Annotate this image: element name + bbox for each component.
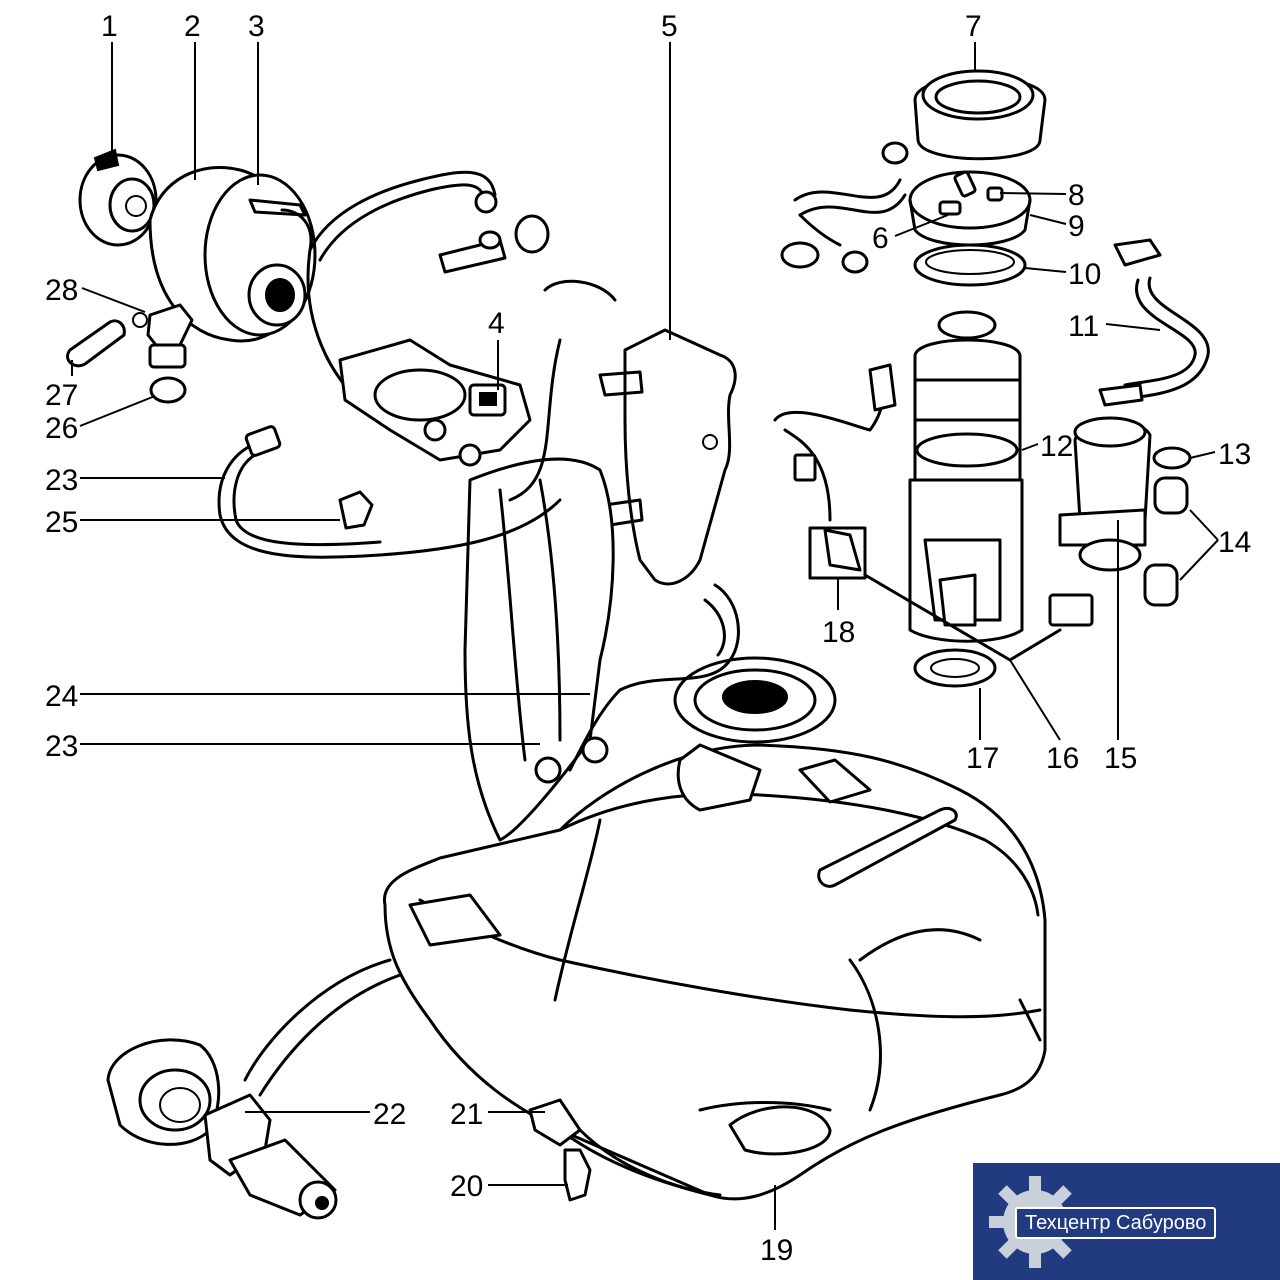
callout-8: 8: [1068, 179, 1085, 212]
callout-28: 28: [45, 274, 78, 307]
callout-12: 12: [1040, 430, 1073, 463]
vent-hose-left: [780, 141, 909, 274]
pump-flange: [908, 170, 1032, 247]
lock-ring-cap: [913, 69, 1047, 161]
callout-3: 3: [248, 10, 265, 43]
callout-14: 14: [1218, 526, 1251, 559]
lock-ring: [913, 648, 997, 688]
adsorber-assembly: [338, 214, 550, 467]
callout-6: 6: [872, 222, 889, 255]
callout-2: 2: [184, 10, 201, 43]
tank-mounting-bracket: [598, 328, 737, 586]
gravity-valve: [132, 303, 194, 369]
callout-7: 7: [965, 10, 982, 43]
callout-26: 26: [45, 412, 78, 445]
callout-27: 27: [45, 379, 78, 412]
callout-18: 18: [822, 616, 855, 649]
filler-neck: [106, 958, 402, 1220]
fuel-pump-module: [908, 310, 1024, 643]
watermark-text: Техцентр Сабурово: [1015, 1207, 1217, 1239]
o-ring-seal: [149, 376, 187, 404]
callout-1: 1: [101, 10, 118, 43]
flange-seal: [913, 243, 1027, 287]
callout-numbers: 1 2 3 4 5 6 7 8 9 10 11 12 13 14 15 16 1…: [45, 10, 1251, 1267]
callout-22: 22: [373, 1098, 406, 1131]
callout-23-second: 23: [45, 730, 78, 763]
callout-11: 11: [1068, 310, 1099, 343]
filler-cap: [78, 148, 158, 247]
callout-16: 16: [1046, 742, 1079, 775]
filler-housing: [148, 165, 317, 343]
callout-21: 21: [450, 1098, 483, 1131]
callout-4: 4: [488, 307, 505, 340]
callout-10: 10: [1068, 258, 1101, 291]
springs: [1143, 446, 1192, 607]
callout-5: 5: [661, 10, 678, 43]
callout-23: 23: [45, 464, 78, 497]
callout-20: 20: [450, 1170, 483, 1203]
callout-13: 13: [1218, 438, 1251, 471]
callout-24: 24: [45, 680, 78, 713]
fuel-return-hose: [1098, 238, 1210, 407]
callout-15: 15: [1104, 742, 1137, 775]
fuel-level-sensor: [1058, 416, 1152, 572]
leader-lines: [71, 42, 1219, 1230]
vent-filter: [66, 319, 126, 368]
callout-19: 19: [760, 1234, 793, 1267]
fuel-tank: [383, 656, 1047, 1201]
callout-9: 9: [1068, 210, 1085, 243]
bolt: [563, 1148, 592, 1202]
callout-25: 25: [45, 506, 78, 539]
wiring-harness: [773, 363, 1094, 662]
callout-17: 17: [966, 742, 999, 775]
